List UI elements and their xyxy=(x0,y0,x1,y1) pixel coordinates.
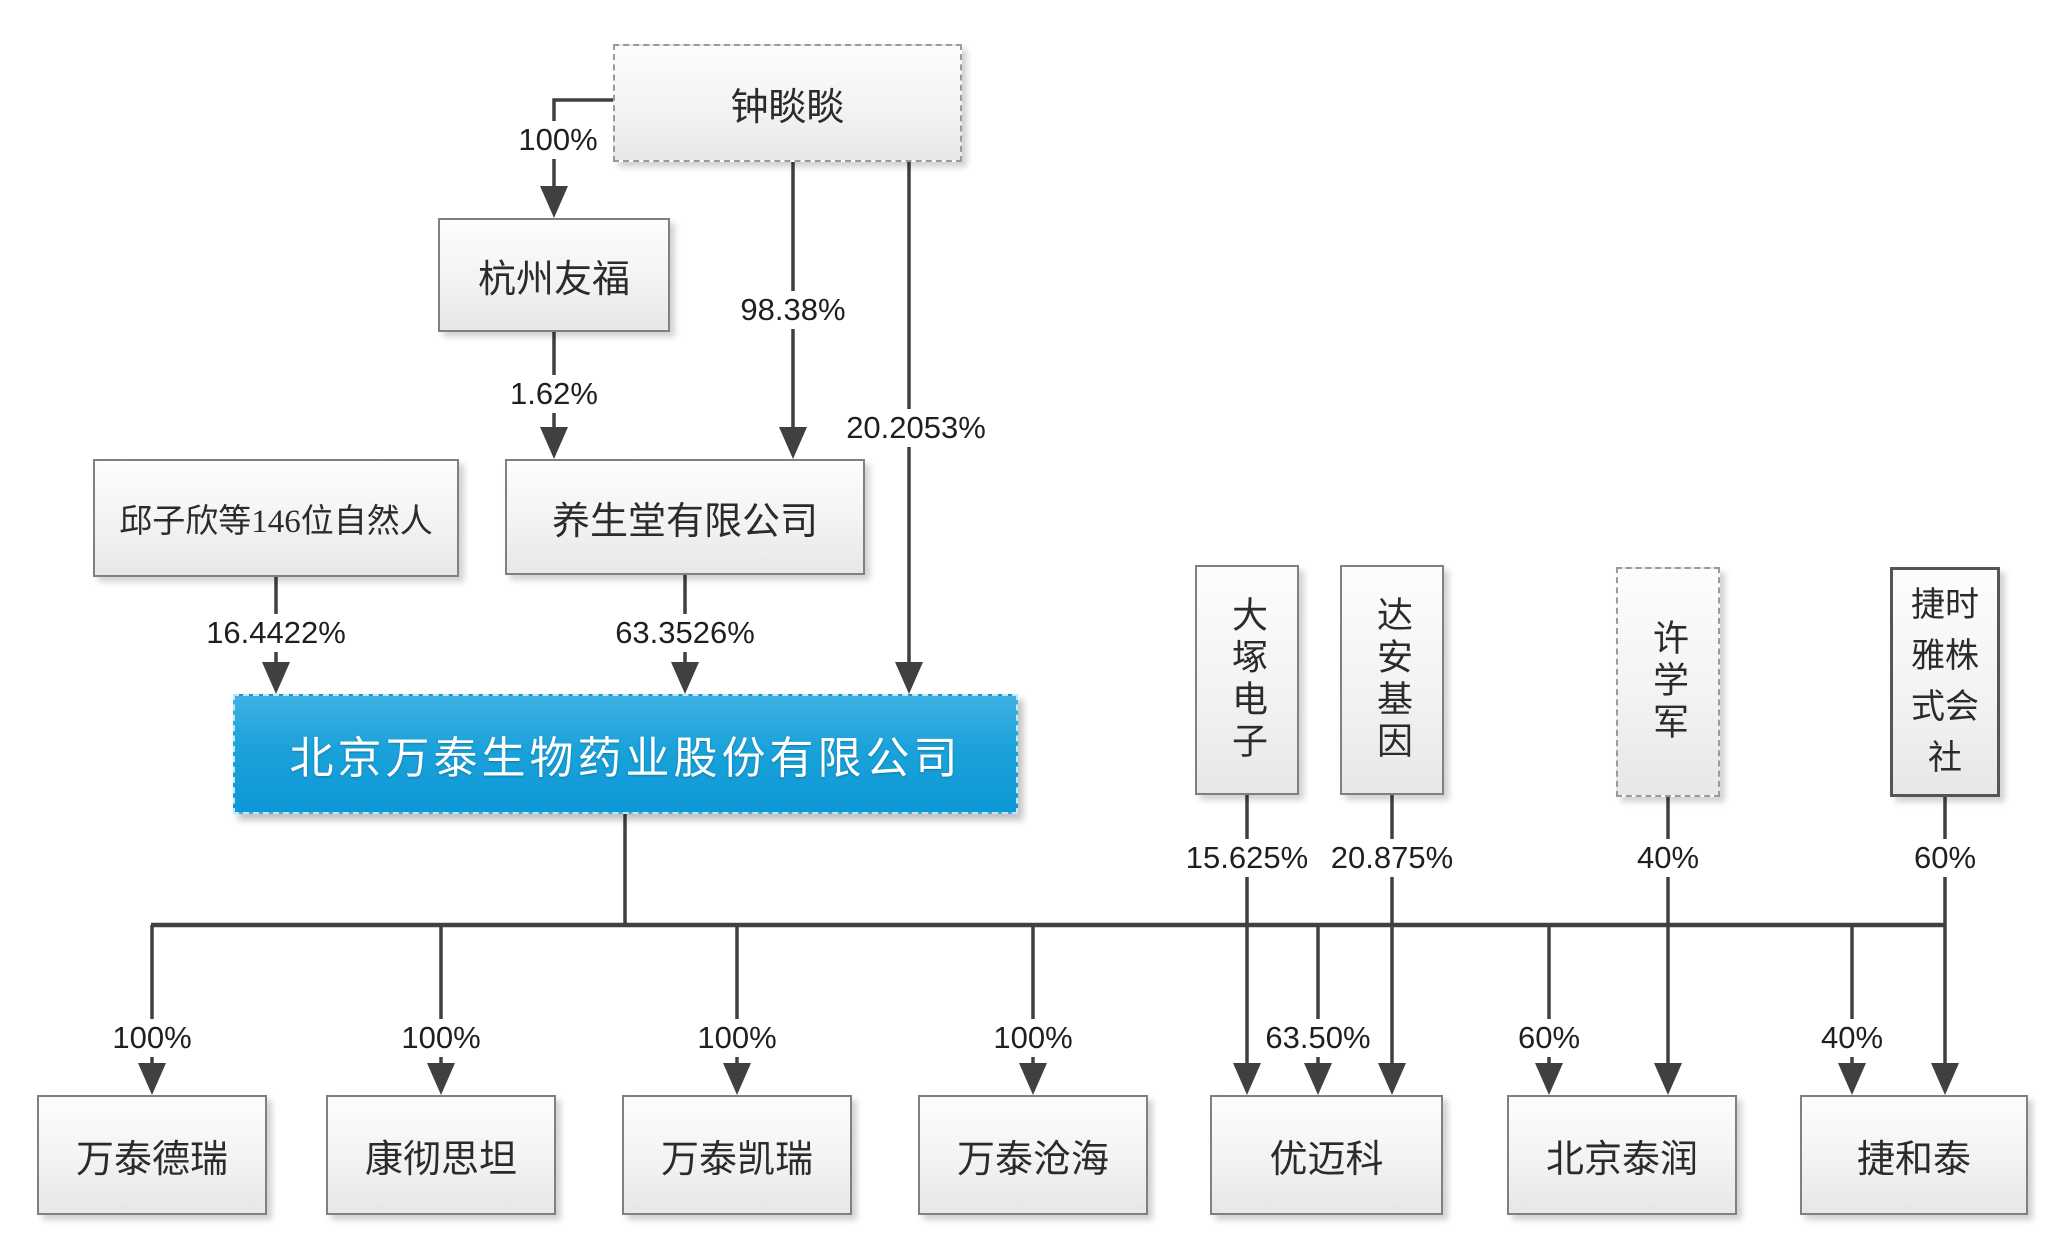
node-label: 捷和泰 xyxy=(1856,1138,1971,1181)
node-label: 养生堂有限公司 xyxy=(551,500,818,543)
node-beijing-tairun: 北京泰润 xyxy=(1507,1095,1737,1215)
node-label: 万泰凯瑞 xyxy=(660,1138,813,1181)
node-label: 优迈科 xyxy=(1269,1138,1384,1181)
node-beijing-wantai-main-company: 北京万泰生物药业股份有限公司 xyxy=(233,694,1018,814)
edge-label-jsr-to-jht: 60% xyxy=(1907,839,1983,877)
edge-label-main-to-wtkr: 100% xyxy=(691,1019,783,1057)
node-kangche-sitan: 康彻思坦 xyxy=(326,1095,556,1215)
edge-label-zhong-to-yangshengtang: 98.38% xyxy=(734,291,852,329)
node-label: 邱子欣等146位自然人 xyxy=(119,504,433,540)
edge-label-main-to-wtdr: 100% xyxy=(106,1019,198,1057)
node-label: 达安基因 xyxy=(1372,596,1412,764)
node-wantai-kairui: 万泰凯瑞 xyxy=(622,1095,852,1215)
node-youmaike: 优迈科 xyxy=(1210,1095,1443,1215)
edge-label-main-to-bjtr: 60% xyxy=(1511,1019,1587,1057)
node-yangshengtang: 养生堂有限公司 xyxy=(505,459,865,575)
node-label: 北京泰润 xyxy=(1545,1138,1698,1181)
edge-label-daan-to-ymk: 20.875% xyxy=(1324,839,1460,877)
edge-label-yangshengtang-to-main: 63.3526% xyxy=(609,614,761,652)
node-label: 钟睒睒 xyxy=(730,86,845,129)
node-label: 北京万泰生物药业股份有限公司 xyxy=(289,734,962,783)
node-daan-gene: 达安基因 xyxy=(1340,565,1444,795)
node-otsuka-electronics: 大塚电子 xyxy=(1195,565,1299,795)
node-xu-xuejun: 许学军 xyxy=(1616,567,1720,797)
edge-label-main-to-jht: 40% xyxy=(1814,1019,1890,1057)
node-label: 捷时雅株式会社 xyxy=(1911,587,1979,777)
node-qiu-zixin-natural-persons: 邱子欣等146位自然人 xyxy=(93,459,459,577)
node-wantai-canghai: 万泰沧海 xyxy=(918,1095,1148,1215)
node-label: 康彻思坦 xyxy=(364,1138,517,1181)
node-jiehetai: 捷和泰 xyxy=(1800,1095,2028,1215)
edge-label-zhong-to-main: 20.2053% xyxy=(840,409,992,447)
node-label: 万泰沧海 xyxy=(956,1138,1109,1181)
node-jsr-corporation: 捷时雅株式会社 xyxy=(1890,567,2000,797)
node-label: 大塚电子 xyxy=(1227,596,1267,764)
edge-label-otsuka-to-ymk: 15.625% xyxy=(1179,839,1315,877)
node-label: 万泰德瑞 xyxy=(75,1138,228,1181)
node-hangzhou-youfu: 杭州友福 xyxy=(438,218,670,332)
edge-label-main-to-wtch: 100% xyxy=(987,1019,1079,1057)
edge-label-main-to-ymk: 63.50% xyxy=(1259,1019,1377,1057)
edge-label-qiu-to-main: 16.4422% xyxy=(200,614,352,652)
node-label: 许学军 xyxy=(1648,619,1688,745)
node-zhong-shanshan: 钟睒睒 xyxy=(613,44,962,162)
arrowheads xyxy=(138,186,1959,1095)
edge-label-xu-to-bjtr: 40% xyxy=(1630,839,1706,877)
node-label: 杭州友福 xyxy=(477,258,630,301)
node-wantai-derui: 万泰德瑞 xyxy=(37,1095,267,1215)
edge-label-zhong-to-hangzhouyoufu: 100% xyxy=(512,121,604,159)
edge-label-hangzhouyoufu-to-yangshengtang: 1.62% xyxy=(504,375,604,413)
edge-label-main-to-kcst: 100% xyxy=(395,1019,487,1057)
